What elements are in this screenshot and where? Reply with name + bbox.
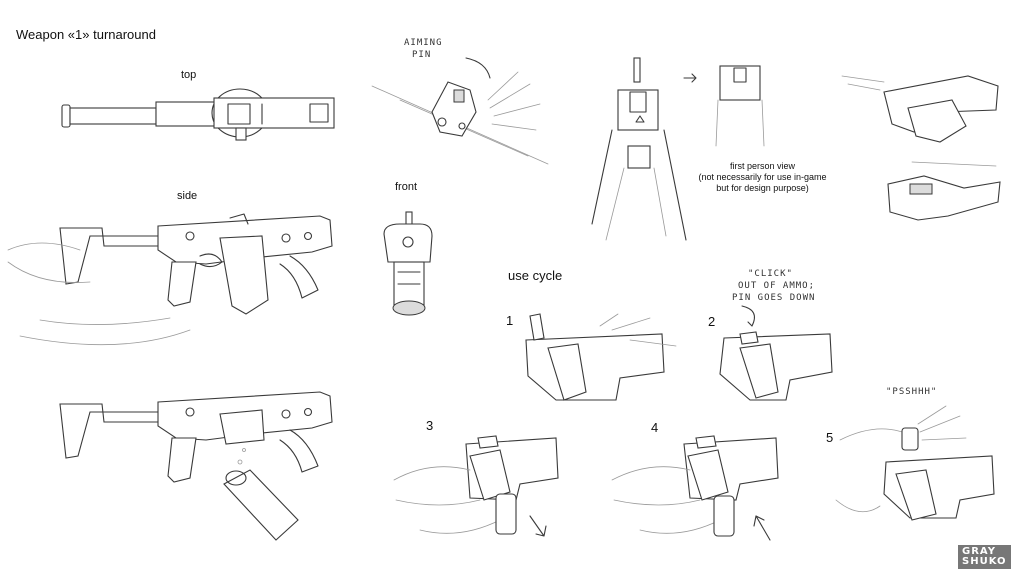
gun-front-view — [383, 211, 433, 316]
view-label-side: side — [177, 190, 198, 202]
note-out-of-ammo: OUT OF AMMO; — [738, 281, 816, 291]
step-number-4: 4 — [651, 420, 659, 435]
canister-closeup-bottom — [887, 161, 1001, 221]
use-cycle-step-5-sketch — [835, 405, 995, 521]
first-person-caption-line-3: but for design purpose) — [716, 183, 809, 193]
aiming-pin-sketch — [371, 57, 549, 165]
use-cycle-step-2-sketch — [719, 305, 833, 401]
first-person-caption-line-2: (not necessarily for use in-game — [698, 172, 827, 182]
note-click: "CLICK" — [748, 269, 793, 279]
step-number-1: 1 — [506, 313, 514, 328]
use-cycle-heading: use cycle — [508, 268, 563, 283]
note-psshhh: "PSSHHH" — [886, 387, 938, 397]
first-person-caption: first person view (not necessarily for u… — [690, 161, 835, 194]
step-number-3: 3 — [426, 418, 434, 433]
view-label-front: front — [395, 181, 418, 193]
step-number-5: 5 — [826, 430, 834, 445]
artist-logo-line-2: SHUKO — [962, 556, 1007, 567]
view-label-top: top — [181, 69, 197, 81]
use-cycle-step-3-sketch — [393, 435, 559, 537]
artist-logo-line-1: GRAY — [962, 546, 996, 557]
use-cycle-step-4-sketch — [611, 435, 779, 541]
first-person-sight — [591, 57, 697, 241]
step-number-2: 2 — [708, 314, 716, 329]
note-aiming: AIMING — [404, 38, 443, 48]
first-person-sight-alt — [715, 65, 765, 147]
note-pin: PIN — [412, 50, 432, 60]
use-cycle-step-1-sketch — [525, 313, 677, 401]
gun-side-view-ejecting — [59, 391, 333, 541]
canister-closeup-top — [841, 75, 999, 143]
page-title: Weapon «1» turnaround — [16, 27, 156, 42]
artist-logo: GRAY SHUKO — [958, 545, 1011, 569]
gun-side-view — [7, 213, 333, 346]
first-person-caption-line-1: first person view — [729, 161, 796, 171]
note-pin-goes-down: PIN GOES DOWN — [732, 293, 816, 303]
gun-top-view — [61, 88, 335, 141]
